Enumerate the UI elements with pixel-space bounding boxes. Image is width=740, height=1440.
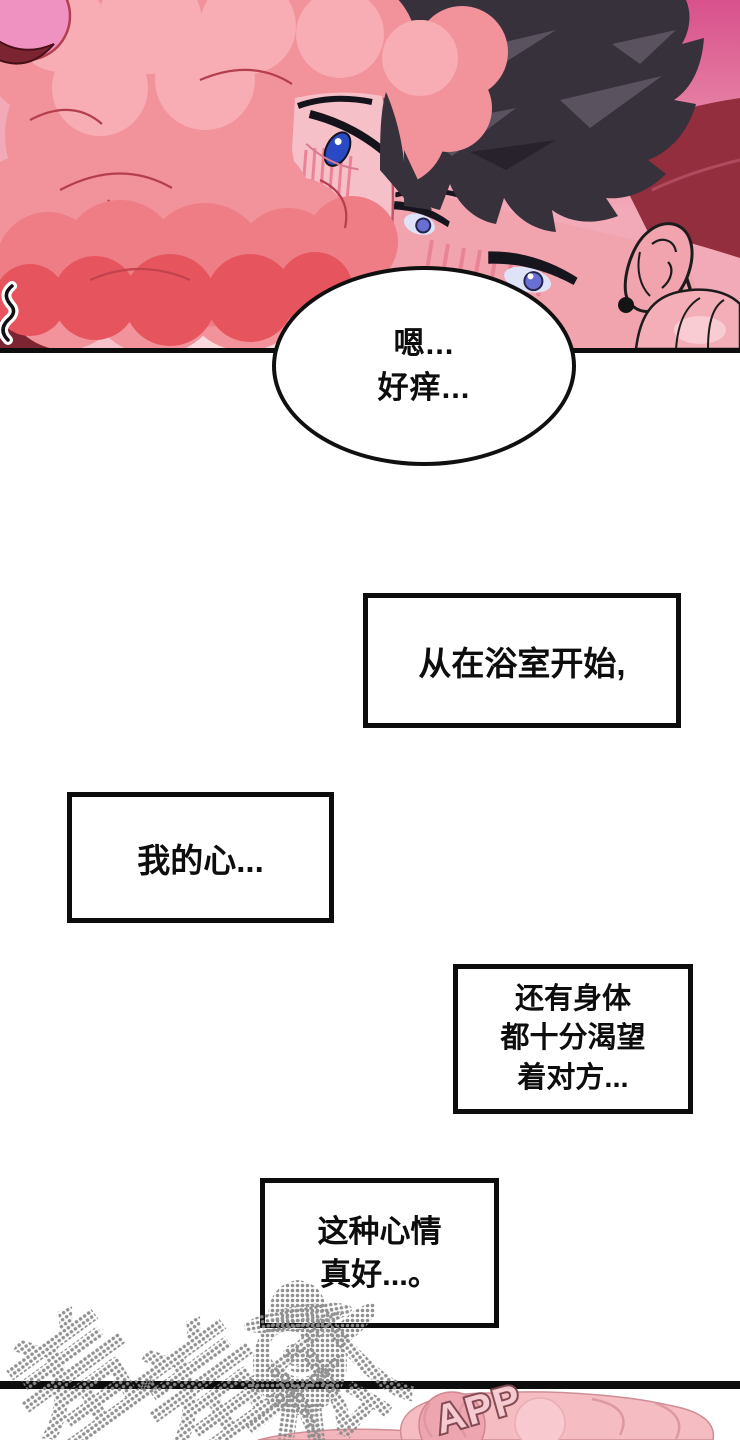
caption-line: 我的心... (137, 841, 264, 879)
ear (623, 222, 694, 313)
caption-box-2: 我的心... (67, 792, 334, 923)
panel-top-illustration (0, 0, 740, 353)
panel-bottom-illustration (0, 1381, 740, 1440)
caption-box-4: 这种心情 真好...。 (260, 1178, 499, 1328)
pink-hair-mass (399, 1391, 715, 1440)
caption-line: 真好...。 (320, 1257, 439, 1292)
caption-line: 从在浴室开始, (418, 644, 626, 682)
speech-bubble-line: 嗯... (393, 325, 455, 361)
panel-bottom-art (0, 1389, 740, 1440)
band-line (651, 158, 740, 192)
squiggle-sfx (0, 281, 19, 345)
caption-line: 着对方... (517, 1061, 629, 1094)
caption-line: 还有身体 (514, 983, 631, 1016)
front-curls (0, 145, 398, 346)
caption-box-3: 还有身体 都十分渴望 着对方... (453, 964, 693, 1114)
left-eye (305, 109, 385, 171)
caption-line: 都十分渴望 (500, 1022, 646, 1055)
speech-bubble-line: 好痒... (377, 370, 471, 405)
earring (618, 297, 634, 313)
top-left-curl (0, 0, 72, 65)
panel-top-art (0, 0, 740, 353)
right-eye-1 (392, 201, 450, 235)
panel-border (0, 1381, 740, 1389)
caption-line: 这种心情 (317, 1213, 442, 1249)
hand (634, 288, 740, 351)
speech-bubble: 嗯... 好痒... (272, 266, 576, 466)
caption-box-1: 从在浴室开始, (363, 593, 681, 728)
